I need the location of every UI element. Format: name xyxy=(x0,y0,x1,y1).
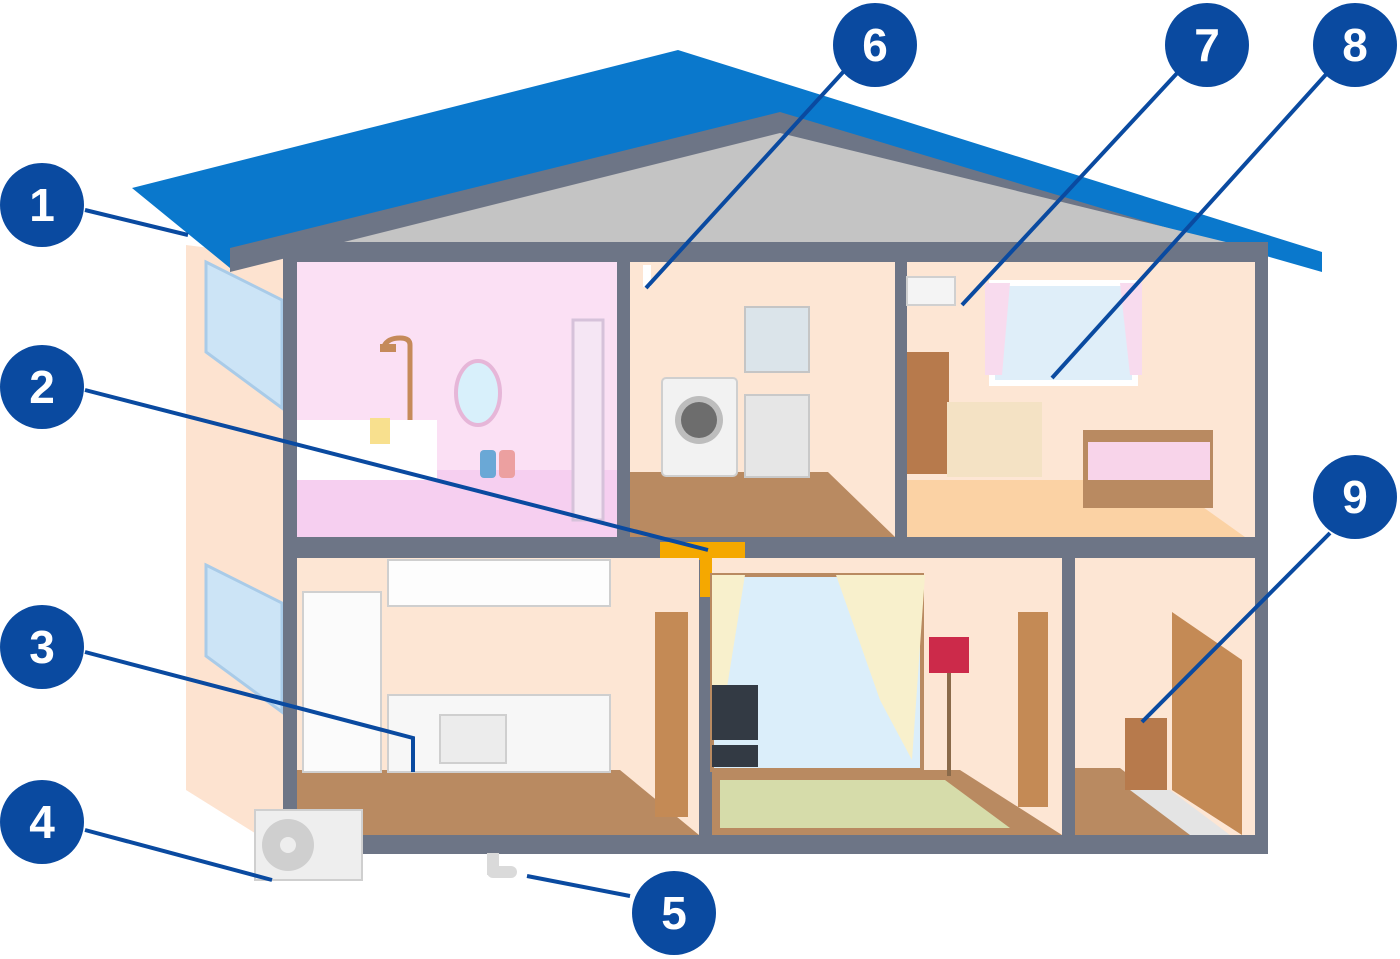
roof xyxy=(132,50,1322,275)
bookshelf xyxy=(907,352,949,474)
room-bathroom xyxy=(297,262,617,537)
callout-9: 9 xyxy=(1313,455,1397,539)
callout-3-label: 3 xyxy=(29,621,55,673)
entrance-door xyxy=(1172,612,1242,835)
tv xyxy=(712,685,758,740)
refrigerator xyxy=(302,591,382,773)
callout-5-label: 5 xyxy=(661,887,687,939)
living-door xyxy=(1018,612,1048,807)
floor-lamp xyxy=(929,637,969,673)
outdoor-ac-unit xyxy=(254,809,363,881)
callout-1: 1 xyxy=(0,163,84,247)
callout-3: 3 xyxy=(0,605,84,689)
floor-vent xyxy=(660,542,745,597)
mirror xyxy=(454,359,502,427)
shower-door xyxy=(571,318,605,522)
upper-cabinets xyxy=(387,559,611,607)
vanity-mirror xyxy=(744,306,810,373)
callout-2: 2 xyxy=(0,345,84,429)
attic xyxy=(340,133,1230,243)
desk xyxy=(947,402,1042,477)
kitchen-door xyxy=(655,612,688,817)
room-kitchen xyxy=(297,558,699,835)
callout-7-label: 7 xyxy=(1194,19,1220,71)
shampoo-bottle xyxy=(480,450,496,478)
callout-6-label: 6 xyxy=(862,19,888,71)
drain-pipe xyxy=(487,853,517,878)
callout-8-label: 8 xyxy=(1342,19,1368,71)
callout-2-label: 2 xyxy=(29,361,55,413)
callout-1-label: 1 xyxy=(29,179,55,231)
exterior-side-wall xyxy=(186,245,290,855)
conditioner-bottle xyxy=(499,450,515,478)
shower-head xyxy=(381,335,413,470)
callout-9-label: 9 xyxy=(1342,471,1368,523)
room-laundry xyxy=(630,262,895,537)
vanity-cabinet xyxy=(744,394,810,478)
shoe-cabinet xyxy=(1125,718,1167,790)
towel xyxy=(370,418,390,444)
callout-lines xyxy=(84,68,1332,898)
oven xyxy=(439,714,507,764)
callout-7: 7 xyxy=(1165,3,1249,87)
callout-4-label: 4 xyxy=(29,796,55,848)
callout-6: 6 xyxy=(833,3,917,87)
callout-8: 8 xyxy=(1313,3,1397,87)
rug xyxy=(720,780,1010,828)
room-living xyxy=(710,558,1062,835)
callout-5: 5 xyxy=(632,871,716,955)
air-conditioner xyxy=(906,276,956,306)
room-bedroom xyxy=(906,262,1255,537)
callout-4: 4 xyxy=(0,780,84,864)
